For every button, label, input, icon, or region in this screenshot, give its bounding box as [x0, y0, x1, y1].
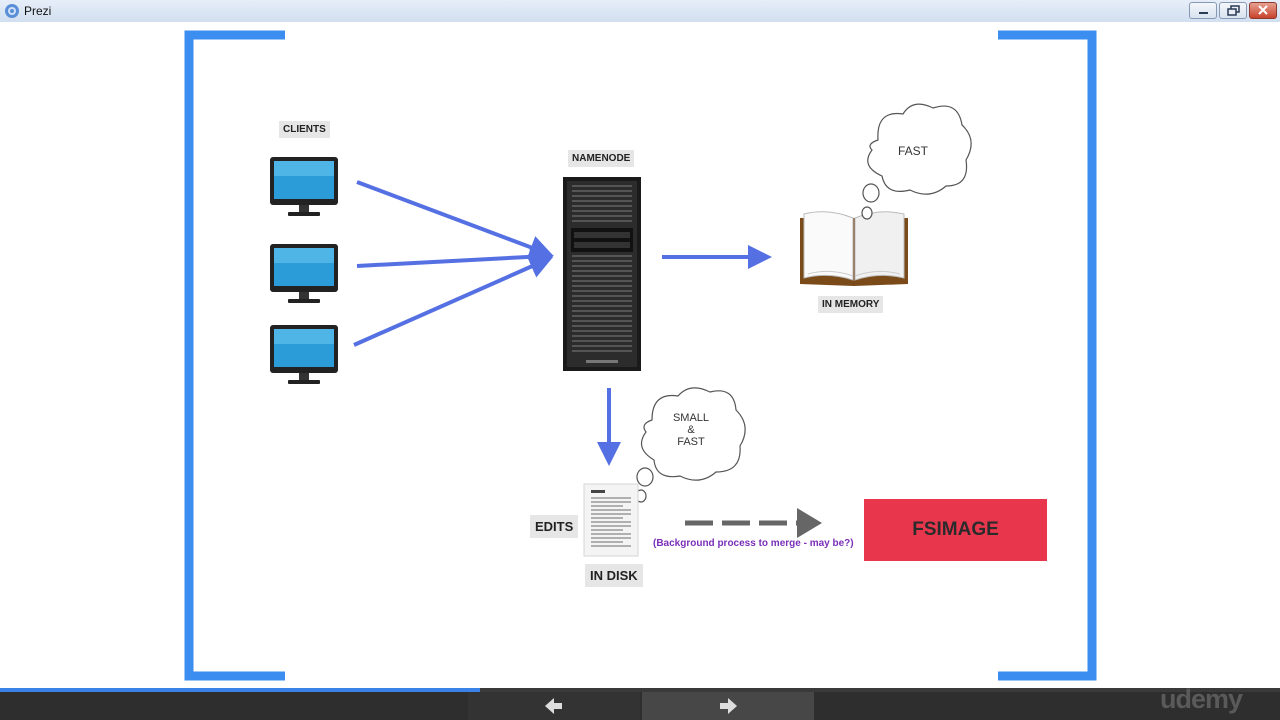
close-icon: [1258, 5, 1268, 15]
left-frame-bracket: [184, 30, 285, 681]
client-to-namenode-arrow: [356, 244, 554, 269]
udemy-watermark: udemy: [1160, 684, 1243, 714]
right-frame-bracket: [998, 30, 1097, 681]
minimize-button[interactable]: [1189, 2, 1217, 19]
arrow-left-icon: [545, 698, 562, 714]
prezi-app-icon: [5, 4, 19, 18]
small-fast-cloud-text: SMALL & FAST: [665, 412, 717, 448]
close-button[interactable]: [1249, 2, 1277, 19]
minimize-icon: [1199, 12, 1208, 14]
background-merge-note: (Background process to merge - may be?): [653, 538, 854, 549]
small-fast-line: &: [687, 424, 695, 436]
edits-document-icon: [583, 483, 639, 557]
client-to-namenode-arrow: [353, 255, 554, 347]
fsimage-box: FSIMAGE: [864, 499, 1047, 561]
player-bar: udemy: [0, 684, 1280, 720]
restore-button[interactable]: [1219, 2, 1247, 19]
client-monitor-icon: [270, 157, 338, 216]
fast-cloud-text: FAST: [897, 144, 928, 158]
clients-label: CLIENTS: [279, 121, 330, 138]
progress-track[interactable]: [0, 688, 1280, 692]
small-fast-line: SMALL: [672, 412, 710, 424]
fsimage-label: FSIMAGE: [912, 519, 999, 540]
restore-icon: [1227, 5, 1240, 16]
in-memory-label: IN MEMORY: [818, 296, 884, 313]
namenode-label: NAMENODE: [568, 150, 635, 167]
edits-label: EDITS: [530, 515, 579, 538]
client-monitor-icon: [270, 244, 338, 303]
namenode-server-icon: [563, 177, 641, 371]
window-titlebar: Prezi: [0, 0, 1280, 23]
arrow-right-icon: [720, 698, 737, 714]
next-step-button[interactable]: [642, 692, 814, 720]
previous-step-button[interactable]: [468, 692, 640, 720]
progress-fill: [0, 688, 480, 692]
fast-thought-cloud: [861, 103, 972, 220]
client-to-namenode-arrow: [356, 180, 554, 259]
open-book-icon: [800, 211, 908, 286]
in-disk-label: IN DISK: [585, 564, 643, 587]
client-monitor-icon: [270, 325, 338, 384]
small-fast-line: FAST: [677, 436, 705, 448]
window-title: Prezi: [24, 4, 52, 18]
